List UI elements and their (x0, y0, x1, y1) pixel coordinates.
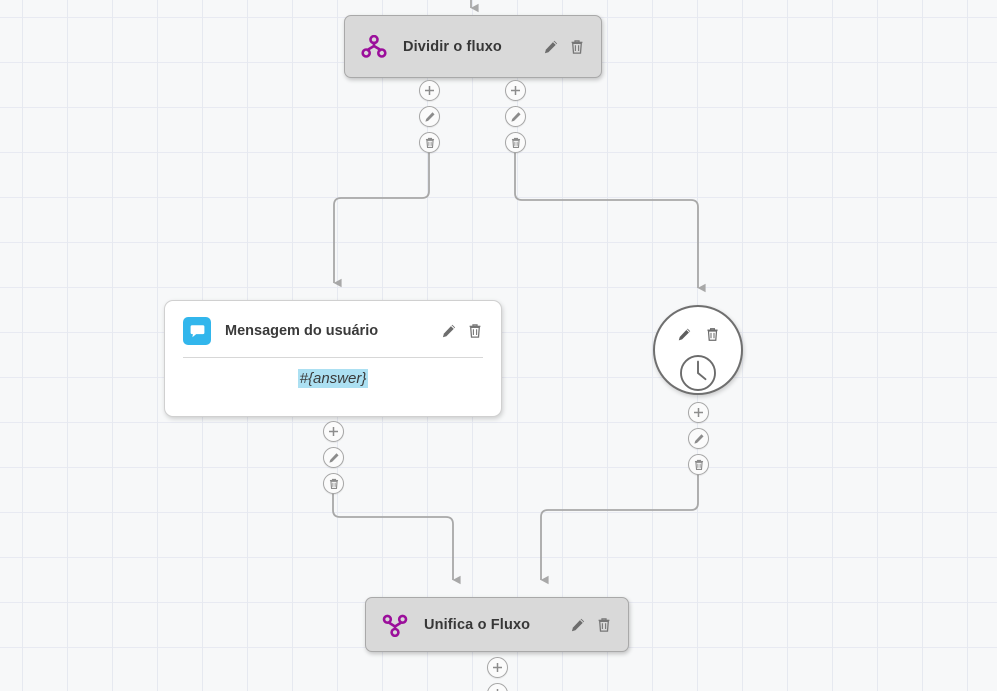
node-user-message-actions[interactable] (441, 323, 483, 339)
trash-icon[interactable] (596, 617, 612, 633)
pencil-icon[interactable] (441, 323, 457, 339)
pencil-icon[interactable] (419, 106, 440, 127)
edge-split-to-delay (514, 151, 706, 293)
trash-icon[interactable] (467, 323, 483, 339)
node-merge-flow-actions[interactable] (570, 617, 612, 633)
node-user-message-header: Mensagem do usuário (165, 301, 501, 345)
pencil-icon[interactable] (688, 428, 709, 449)
trash-icon[interactable] (323, 473, 344, 494)
node-split-flow-actions[interactable] (543, 39, 585, 55)
trash-icon[interactable] (569, 39, 585, 55)
pencil-icon[interactable] (677, 327, 692, 342)
node-user-message-body: #{answer} (165, 358, 501, 388)
variable-token: #{answer} (297, 369, 369, 388)
connector-stack-merge-out[interactable] (487, 657, 508, 691)
connector-stack-delay-out[interactable] (688, 402, 709, 475)
add-icon[interactable] (487, 683, 508, 691)
edge-message-to-merge (332, 492, 461, 585)
trash-icon[interactable] (688, 454, 709, 475)
node-merge-flow[interactable]: Unifica o Fluxo (365, 597, 629, 652)
add-icon[interactable] (487, 657, 508, 678)
divider (183, 357, 483, 358)
clock-icon (655, 354, 741, 392)
split-flow-icon (361, 34, 387, 59)
add-icon[interactable] (323, 421, 344, 442)
chat-bubble-icon (183, 317, 211, 345)
connector-stack-split-out-left[interactable] (419, 80, 440, 153)
add-icon[interactable] (419, 80, 440, 101)
edge-delay-to-merge (540, 473, 699, 585)
node-merge-flow-title: Unifica o Fluxo (424, 616, 531, 633)
connector-stack-message-out[interactable] (323, 421, 344, 494)
pencil-icon[interactable] (323, 447, 344, 468)
node-split-flow[interactable]: Dividir o fluxo (344, 15, 602, 78)
add-icon[interactable] (505, 80, 526, 101)
node-delay-actions[interactable] (655, 327, 741, 342)
merge-flow-icon (382, 613, 408, 637)
node-user-message[interactable]: Mensagem do usuário (164, 300, 502, 417)
add-icon[interactable] (688, 402, 709, 423)
edge-split-to-message (333, 151, 430, 288)
node-user-message-title: Mensagem do usuário (225, 323, 379, 339)
trash-icon[interactable] (419, 132, 440, 153)
node-delay[interactable] (653, 305, 743, 395)
pencil-icon[interactable] (543, 39, 559, 55)
pencil-icon[interactable] (570, 617, 586, 633)
trash-icon[interactable] (705, 327, 720, 342)
connector-stack-split-out-right[interactable] (505, 80, 526, 153)
node-split-flow-title: Dividir o fluxo (403, 38, 502, 55)
trash-icon[interactable] (505, 132, 526, 153)
pencil-icon[interactable] (505, 106, 526, 127)
